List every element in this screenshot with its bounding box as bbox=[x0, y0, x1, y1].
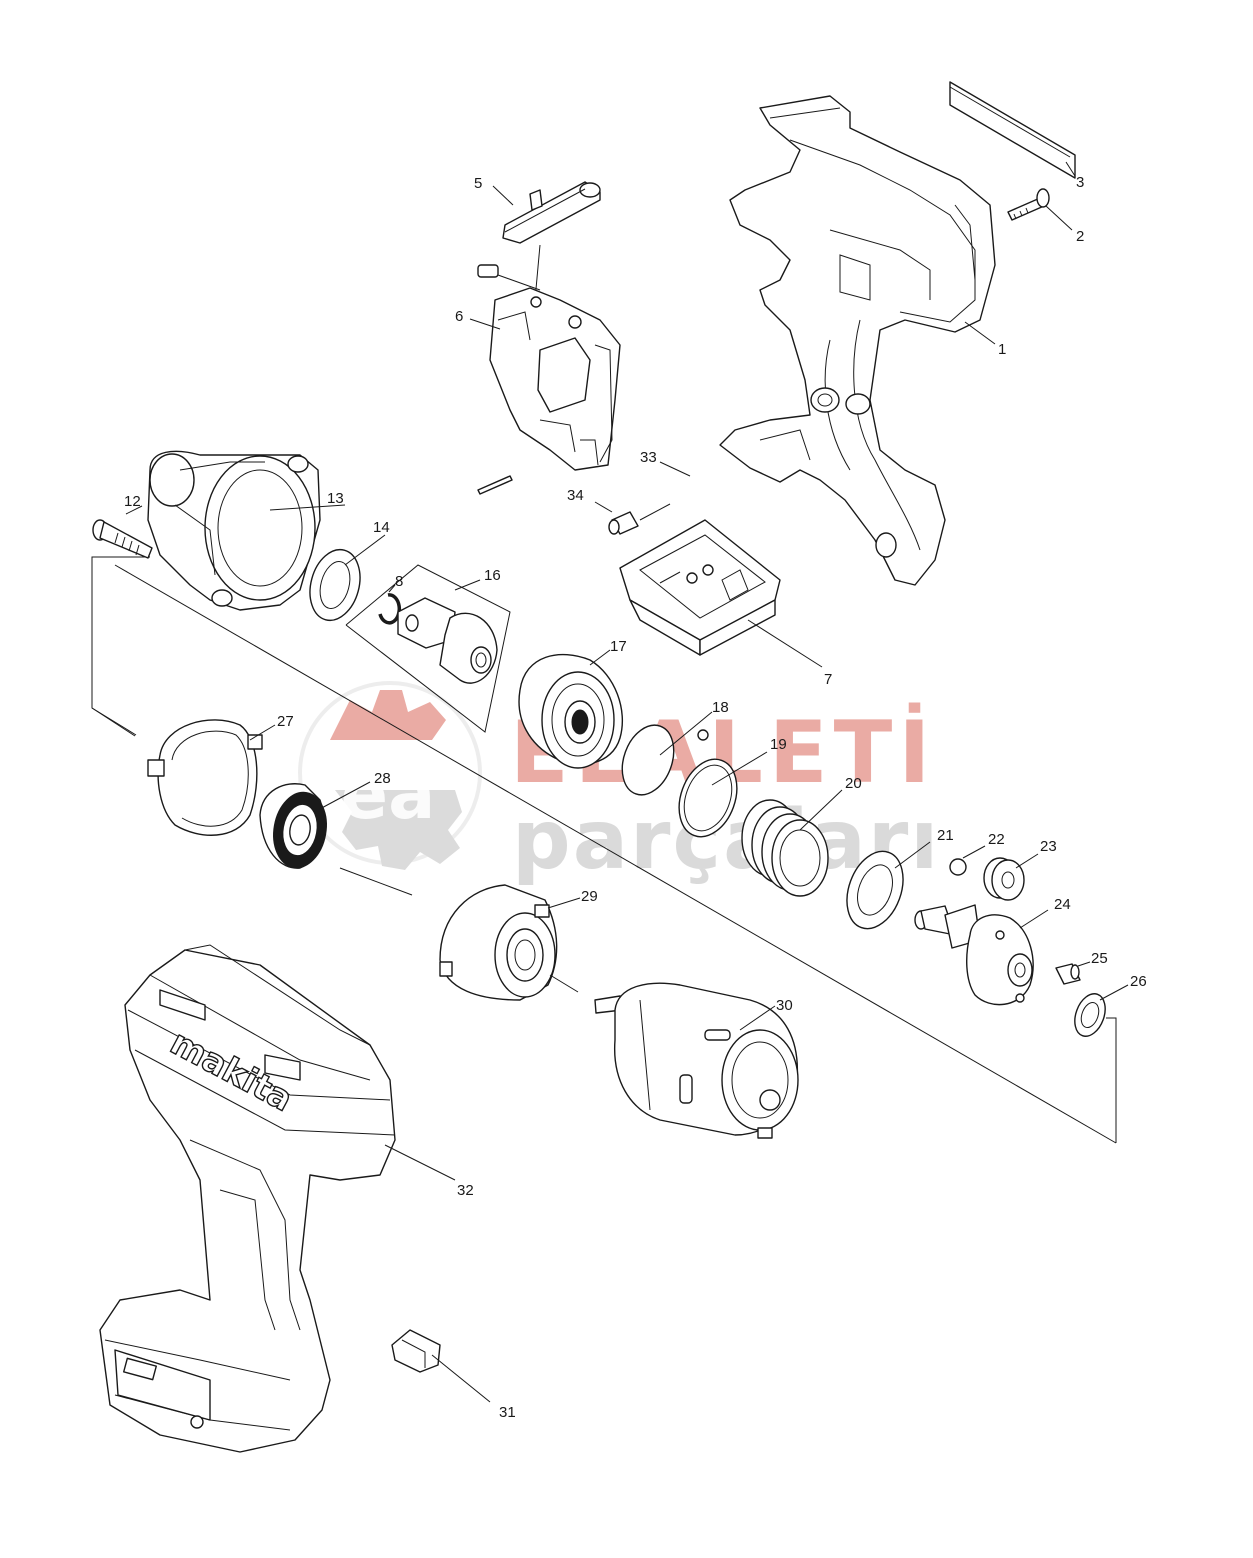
callout-19: 19 bbox=[770, 736, 787, 753]
part-8-retaining-ring bbox=[378, 593, 402, 625]
part-30-motor bbox=[594, 982, 799, 1139]
part-28-ball-bearing bbox=[259, 783, 327, 869]
callout-24: 24 bbox=[1054, 896, 1071, 913]
callout-14: 14 bbox=[373, 519, 390, 536]
part-23-spur-gear bbox=[983, 857, 1025, 901]
callout-31: 31 bbox=[499, 1404, 516, 1421]
callout-34: 34 bbox=[567, 487, 584, 504]
part-6-switch bbox=[477, 244, 621, 471]
part-27-band bbox=[147, 719, 263, 836]
callout-16: 16 bbox=[484, 567, 501, 584]
callout-12: 12 bbox=[124, 493, 141, 510]
callout-leaders bbox=[91, 161, 1129, 1403]
callout-13: 13 bbox=[327, 490, 344, 507]
callout-6: 6 bbox=[455, 308, 463, 325]
part-3-name-plate bbox=[949, 81, 1076, 179]
watermark-monogram: ea bbox=[341, 753, 436, 835]
part-14-washer bbox=[309, 548, 361, 622]
assembly-axis-lines bbox=[91, 556, 1117, 1144]
callout-labels: 1 2 3 5 6 7 8 12 13 14 16 17 18 19 20 21… bbox=[124, 174, 1147, 1421]
part-5-switch-lever bbox=[502, 181, 601, 244]
callout-7: 7 bbox=[824, 671, 832, 688]
callout-27: 27 bbox=[277, 713, 294, 730]
callout-3: 3 bbox=[1076, 174, 1084, 191]
callout-18: 18 bbox=[712, 699, 729, 716]
callout-1: 1 bbox=[998, 341, 1006, 358]
part-13-hammer-case bbox=[147, 450, 321, 611]
part-17-hammer bbox=[518, 653, 624, 769]
part-22-steel-ball bbox=[949, 858, 967, 876]
part-32-housing-set: makita bbox=[99, 944, 396, 1453]
part-24-spindle bbox=[914, 904, 1034, 1006]
callout-23: 23 bbox=[1040, 838, 1057, 855]
part-16-anvil-group bbox=[345, 564, 511, 733]
callout-25: 25 bbox=[1091, 950, 1108, 967]
callout-22: 22 bbox=[988, 831, 1005, 848]
callout-32: 32 bbox=[457, 1182, 474, 1199]
callout-21: 21 bbox=[937, 827, 954, 844]
callout-30: 30 bbox=[776, 997, 793, 1014]
callout-17: 17 bbox=[610, 638, 627, 655]
callout-2: 2 bbox=[1076, 228, 1084, 245]
part-20-compression-spring bbox=[741, 799, 829, 897]
part-34-sleeve bbox=[608, 503, 671, 535]
part-12-bolt bbox=[92, 519, 153, 559]
part-18-steel-ball bbox=[621, 724, 709, 796]
part-26-washer bbox=[1074, 993, 1106, 1037]
part-7-battery-terminal bbox=[619, 519, 781, 656]
part-31-clip bbox=[391, 1329, 441, 1373]
callout-5: 5 bbox=[474, 175, 482, 192]
part-33-pin bbox=[477, 475, 513, 495]
part-25-pin bbox=[1055, 963, 1081, 985]
callout-33: 33 bbox=[640, 449, 657, 466]
watermark-gear-logo: ea bbox=[298, 681, 482, 870]
callout-29: 29 bbox=[581, 888, 598, 905]
part-1-housing-half bbox=[719, 95, 996, 586]
part-2-screw bbox=[1007, 188, 1050, 221]
part-21-thrust-washer bbox=[846, 850, 904, 930]
callout-28: 28 bbox=[374, 770, 391, 787]
callout-20: 20 bbox=[845, 775, 862, 792]
callout-26: 26 bbox=[1130, 973, 1147, 990]
callout-8: 8 bbox=[395, 573, 403, 590]
part-29-internal-gear bbox=[439, 884, 579, 1001]
